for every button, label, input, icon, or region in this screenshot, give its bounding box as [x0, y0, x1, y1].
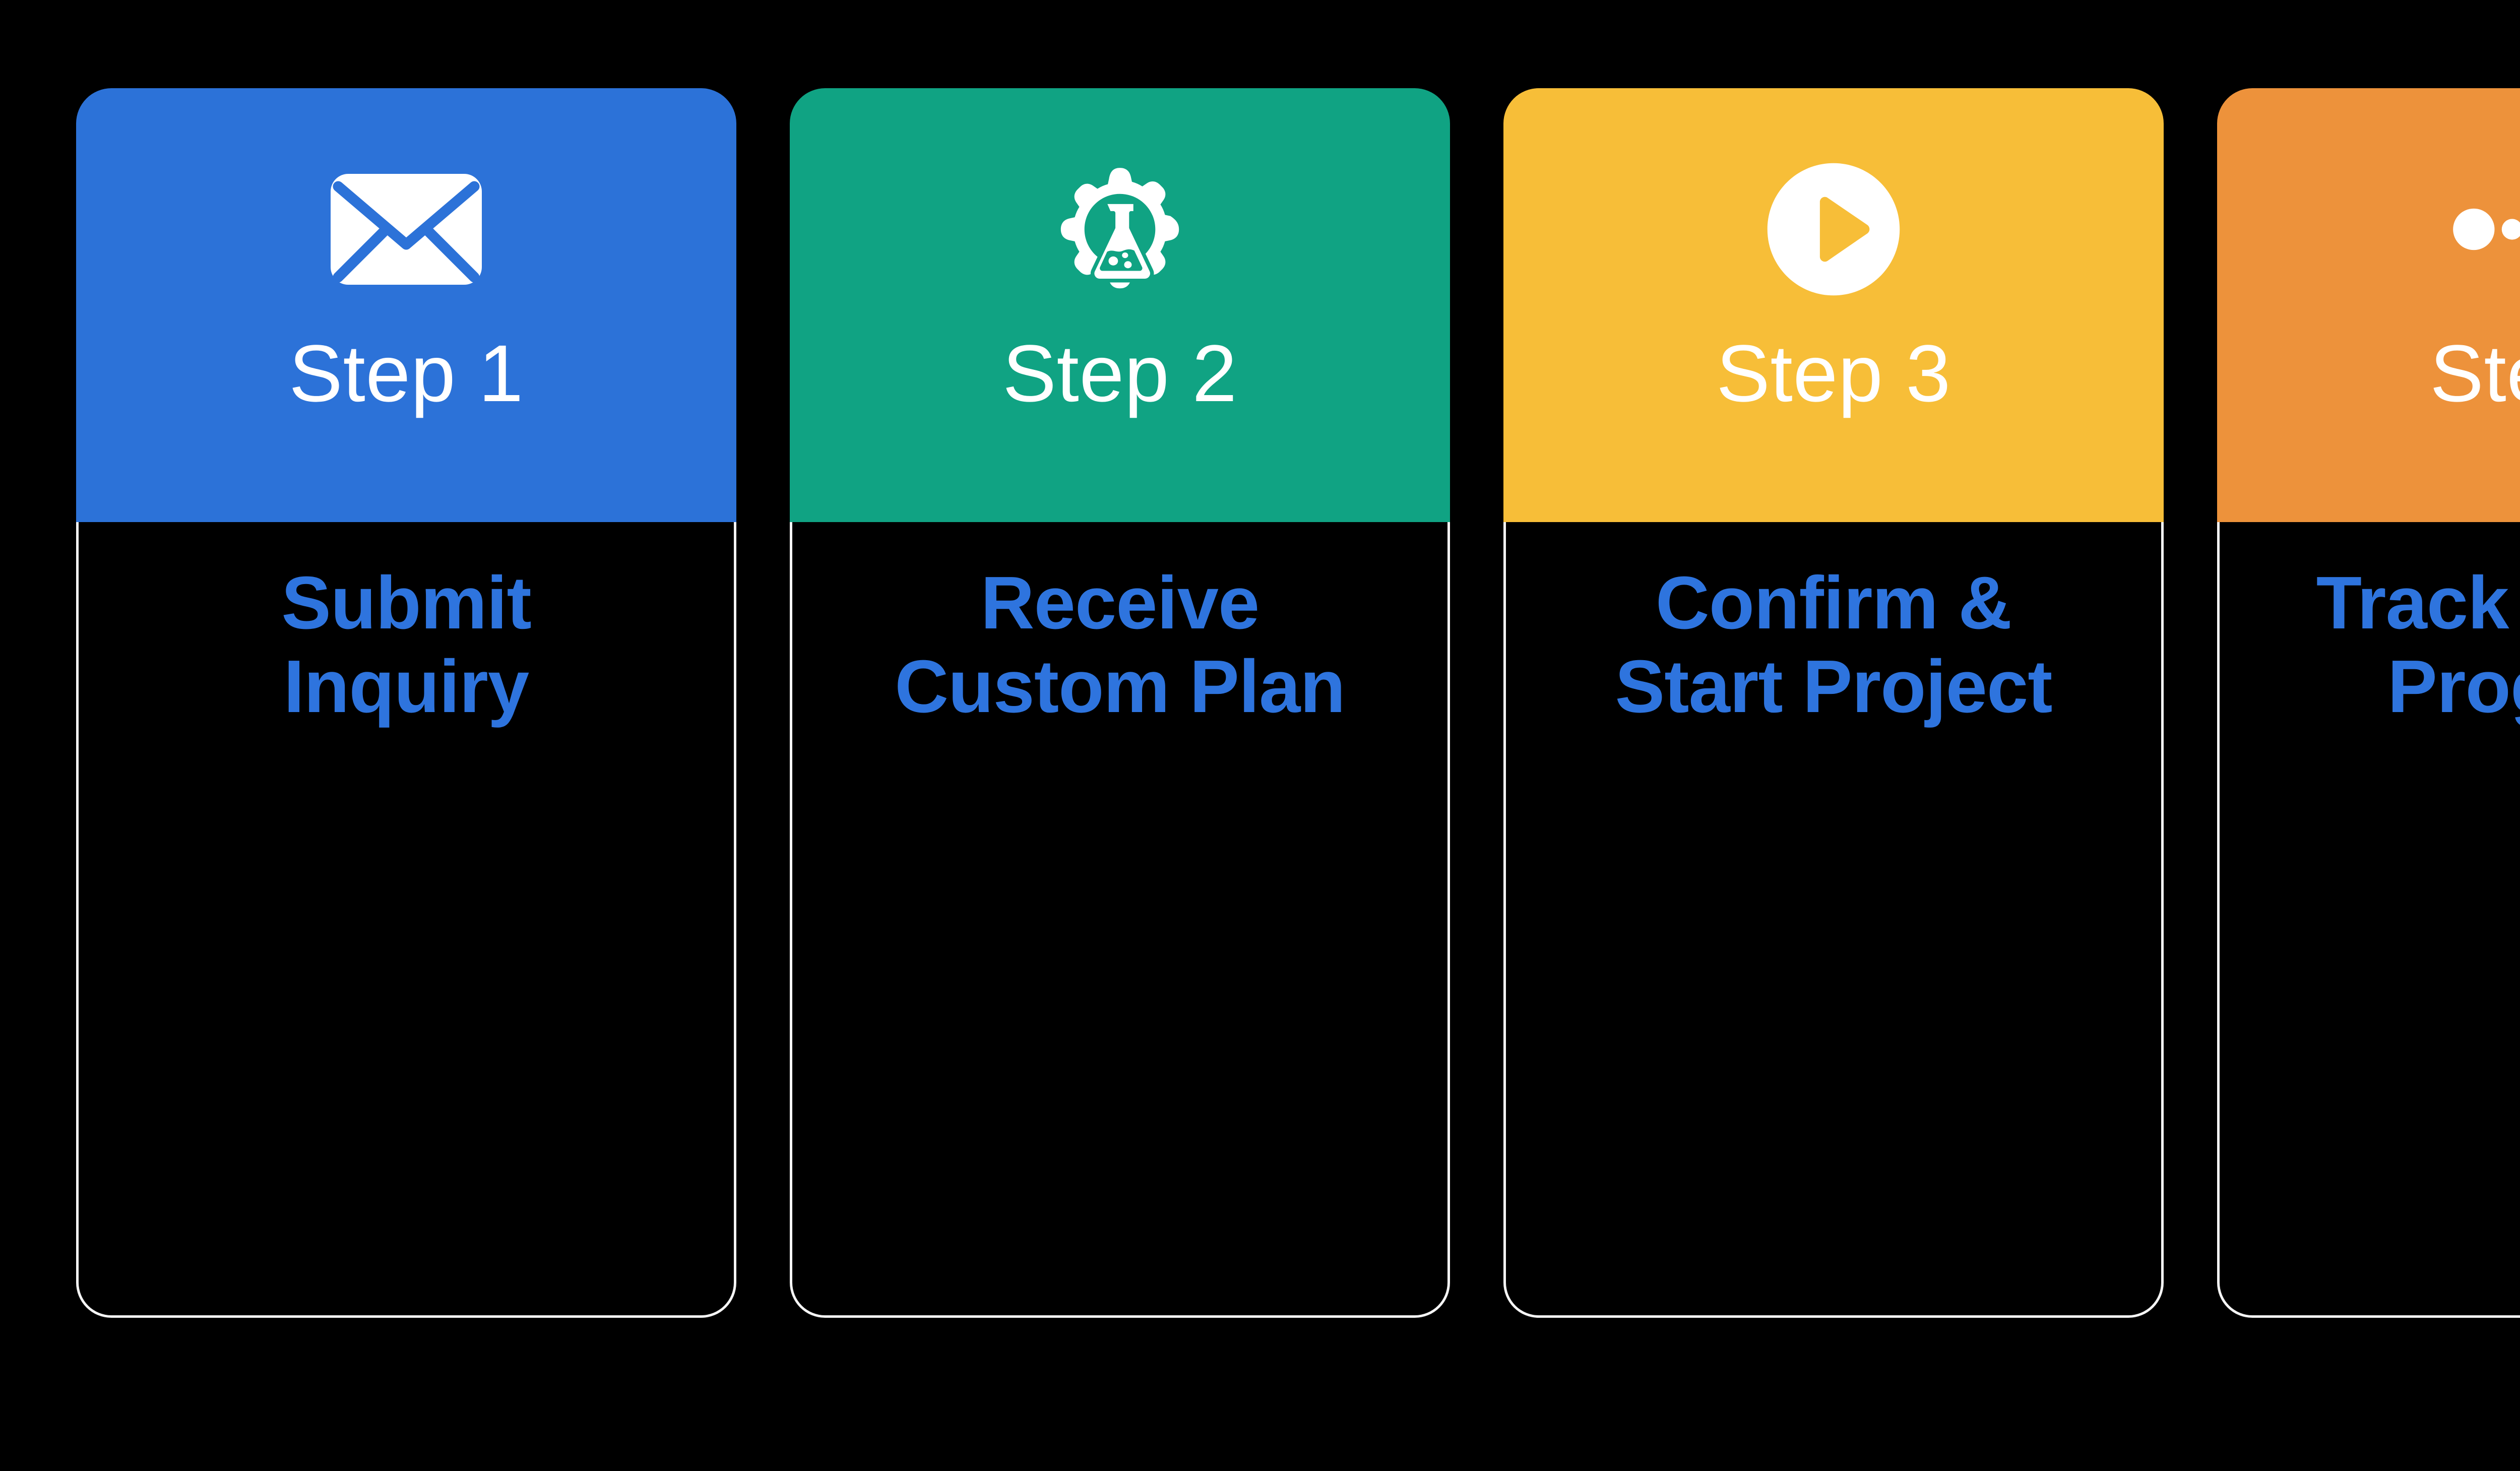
- step-card-1[interactable]: Step 1 Submit Inquiry: [76, 88, 736, 1318]
- step-body-2: Receive Custom Plan: [790, 522, 1450, 1318]
- step-body-1: Submit Inquiry: [76, 522, 736, 1318]
- step-title-line2: Progress: [2387, 645, 2520, 728]
- step-title-4: Track Project Progress: [2316, 561, 2520, 729]
- play-circle-icon: [1763, 154, 1904, 305]
- step-label-2: Step 2: [1002, 328, 1237, 418]
- envelope-icon: [326, 154, 487, 305]
- gear-flask-icon: [1044, 154, 1195, 305]
- step-label-4: Step 4: [2430, 328, 2520, 418]
- step-header-1: Step 1: [76, 88, 736, 522]
- step-header-4: Step 4: [2217, 88, 2520, 522]
- step-title-line2: Inquiry: [283, 645, 529, 728]
- step-card-4[interactable]: Step 4 Track Project Progress: [2217, 88, 2520, 1318]
- step-card-2[interactable]: Step 2 Receive Custom Plan: [790, 88, 1450, 1318]
- step-title-3: Confirm & Start Project: [1615, 561, 2052, 729]
- step-label-1: Step 1: [289, 328, 524, 418]
- step-header-2: Step 2: [790, 88, 1450, 522]
- progress-dots-icon: [2451, 154, 2520, 305]
- step-title-line2: Start Project: [1615, 645, 2052, 728]
- step-title-2: Receive Custom Plan: [895, 561, 1346, 729]
- step-body-3: Confirm & Start Project: [1503, 522, 2164, 1318]
- step-title-line2: Custom Plan: [895, 645, 1346, 728]
- step-title-line1: Receive: [980, 561, 1260, 645]
- step-title-line1: Confirm &: [1655, 561, 2012, 645]
- step-card-3[interactable]: Step 3 Confirm & Start Project: [1503, 88, 2164, 1318]
- step-title-line1: Track Project: [2316, 561, 2520, 645]
- step-title-line1: Submit: [281, 561, 532, 645]
- step-header-3: Step 3: [1503, 88, 2164, 522]
- step-title-1: Submit Inquiry: [281, 561, 532, 729]
- step-body-4: Track Project Progress: [2217, 522, 2520, 1318]
- step-label-3: Step 3: [1716, 328, 1951, 418]
